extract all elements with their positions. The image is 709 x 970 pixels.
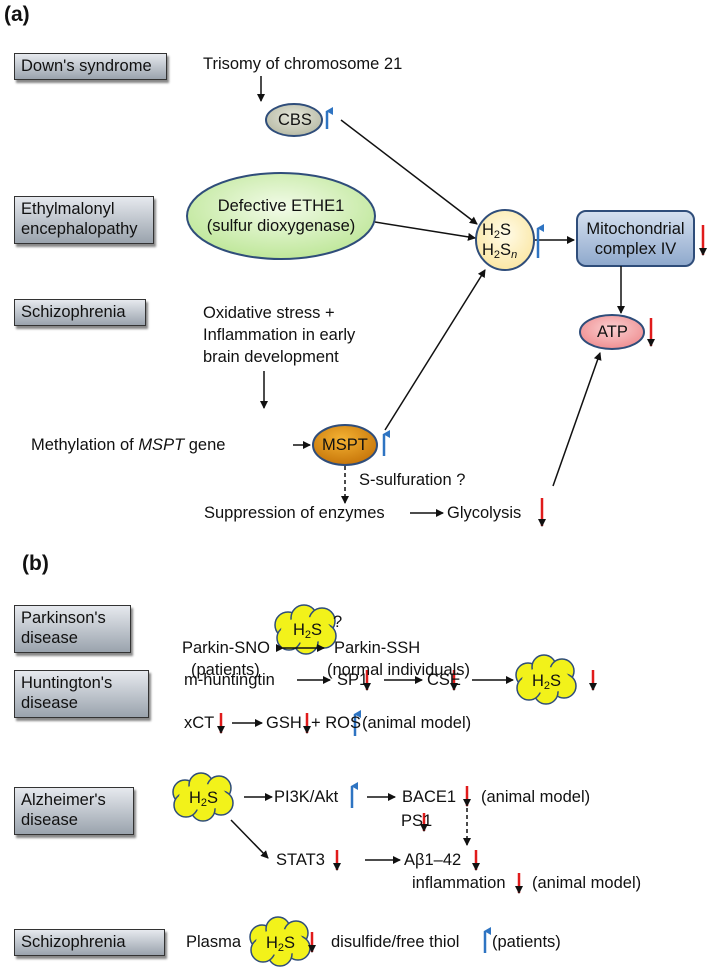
oxidative-line1: Oxidative stress + bbox=[203, 304, 335, 322]
disulfide-text: disulfide/free thiol bbox=[331, 933, 460, 951]
inflammation-text: inflammation bbox=[412, 874, 506, 892]
h2s-cloud-label-parkinson: H2S bbox=[293, 621, 323, 641]
ethe1-line1: Defective ETHE1 bbox=[217, 197, 345, 215]
mito-complex-label: Mitochondrial complex IV bbox=[586, 220, 685, 258]
atp-node bbox=[579, 314, 645, 350]
mspt-label: MSPT bbox=[322, 436, 368, 454]
cbs-node bbox=[265, 103, 323, 137]
disease-label: encephalopathy bbox=[21, 220, 138, 238]
animal-model-text: (animal model) bbox=[362, 714, 472, 732]
disease-label: Down's syndrome bbox=[21, 57, 152, 75]
h2s-label: H2S bbox=[482, 221, 512, 241]
s-sulfuration-text: S-sulfuration ? bbox=[359, 471, 466, 489]
trisomy-text: Trisomy of chromosome 21 bbox=[203, 55, 403, 73]
disease-box-ethylmalonyl: Ethylmalonyl encephalopathy bbox=[14, 196, 154, 244]
xct-text: xCT bbox=[184, 714, 215, 732]
parkin-sno-text: Parkin-SNO bbox=[182, 639, 271, 657]
animal-model-text-3: (animal model) bbox=[532, 874, 642, 892]
cse-text: CSE bbox=[427, 671, 461, 689]
disease-label: Ethylmalonyl bbox=[21, 200, 115, 218]
disease-box-huntington: Huntington's disease bbox=[14, 670, 149, 718]
disease-box-schizophrenia-b: Schizophrenia bbox=[14, 929, 165, 956]
abeta-text: Aβ1–42 bbox=[404, 851, 462, 869]
bace1-text: BACE1 bbox=[402, 788, 457, 806]
suppression-text: Suppression of enzymes bbox=[204, 504, 385, 522]
h2s-node bbox=[475, 209, 535, 271]
ros-text: + ROS bbox=[311, 714, 361, 732]
oxidative-line3: brain development bbox=[203, 348, 339, 366]
ps1-text: PS1 bbox=[401, 812, 433, 830]
m-huntingtin-text: m-huntingtin bbox=[184, 671, 275, 689]
parkin-ssh-text: Parkin-SSH bbox=[334, 639, 421, 657]
ethe1-line2: (sulfur dioxygenase) bbox=[206, 217, 356, 235]
h2sn-label: H2Sn bbox=[482, 241, 518, 261]
pi3k-akt-text: PI3K/Akt bbox=[274, 788, 339, 806]
disease-box-schizophrenia-a: Schizophrenia bbox=[14, 299, 146, 326]
gsh-text: GSH bbox=[266, 714, 302, 732]
mspt-node bbox=[312, 424, 378, 466]
animal-model-text-2: (animal model) bbox=[481, 788, 591, 806]
methylation-text: Methylation of MSPT gene bbox=[31, 436, 226, 454]
disease-box-parkinson: Parkinson's disease bbox=[14, 605, 131, 653]
glycolysis-text: Glycolysis bbox=[447, 504, 522, 522]
h2s-cloud-schizophrenia bbox=[249, 916, 311, 967]
panel-a-label: (a) bbox=[4, 3, 30, 26]
ethe1-node bbox=[186, 172, 376, 260]
plasma-text: Plasma bbox=[186, 933, 242, 951]
h2s-cloud-label-schizophrenia: H2S bbox=[266, 934, 296, 954]
patients-text: (patients) bbox=[191, 661, 260, 679]
question-mark: ? bbox=[333, 613, 343, 631]
disease-label: Schizophrenia bbox=[21, 303, 126, 321]
disease-box-down-syndrome: Down's syndrome bbox=[14, 53, 167, 80]
patients-text-2: (patients) bbox=[492, 933, 561, 951]
atp-label: ATP bbox=[597, 323, 628, 341]
normal-individuals-text: (normal individuals) bbox=[327, 661, 471, 679]
cbs-label: CBS bbox=[278, 111, 312, 129]
h2s-cloud-label-huntington: H2S bbox=[532, 672, 562, 692]
h2s-cloud-huntington bbox=[515, 654, 577, 705]
sp1-text: SP1 bbox=[337, 671, 369, 689]
h2s-cloud-alzheimer bbox=[172, 772, 234, 822]
h2s-cloud-label-alzheimer: H2S bbox=[189, 789, 219, 809]
stat3-text: STAT3 bbox=[276, 851, 325, 869]
ethe1-label: Defective ETHE1 (sulfur dioxygenase) bbox=[186, 196, 376, 236]
disease-box-alzheimer: Alzheimer's disease bbox=[14, 787, 134, 835]
oxidative-line2: Inflammation in early bbox=[203, 326, 356, 344]
panel-b-label: (b) bbox=[22, 552, 49, 575]
mito-complex-node bbox=[576, 210, 695, 267]
